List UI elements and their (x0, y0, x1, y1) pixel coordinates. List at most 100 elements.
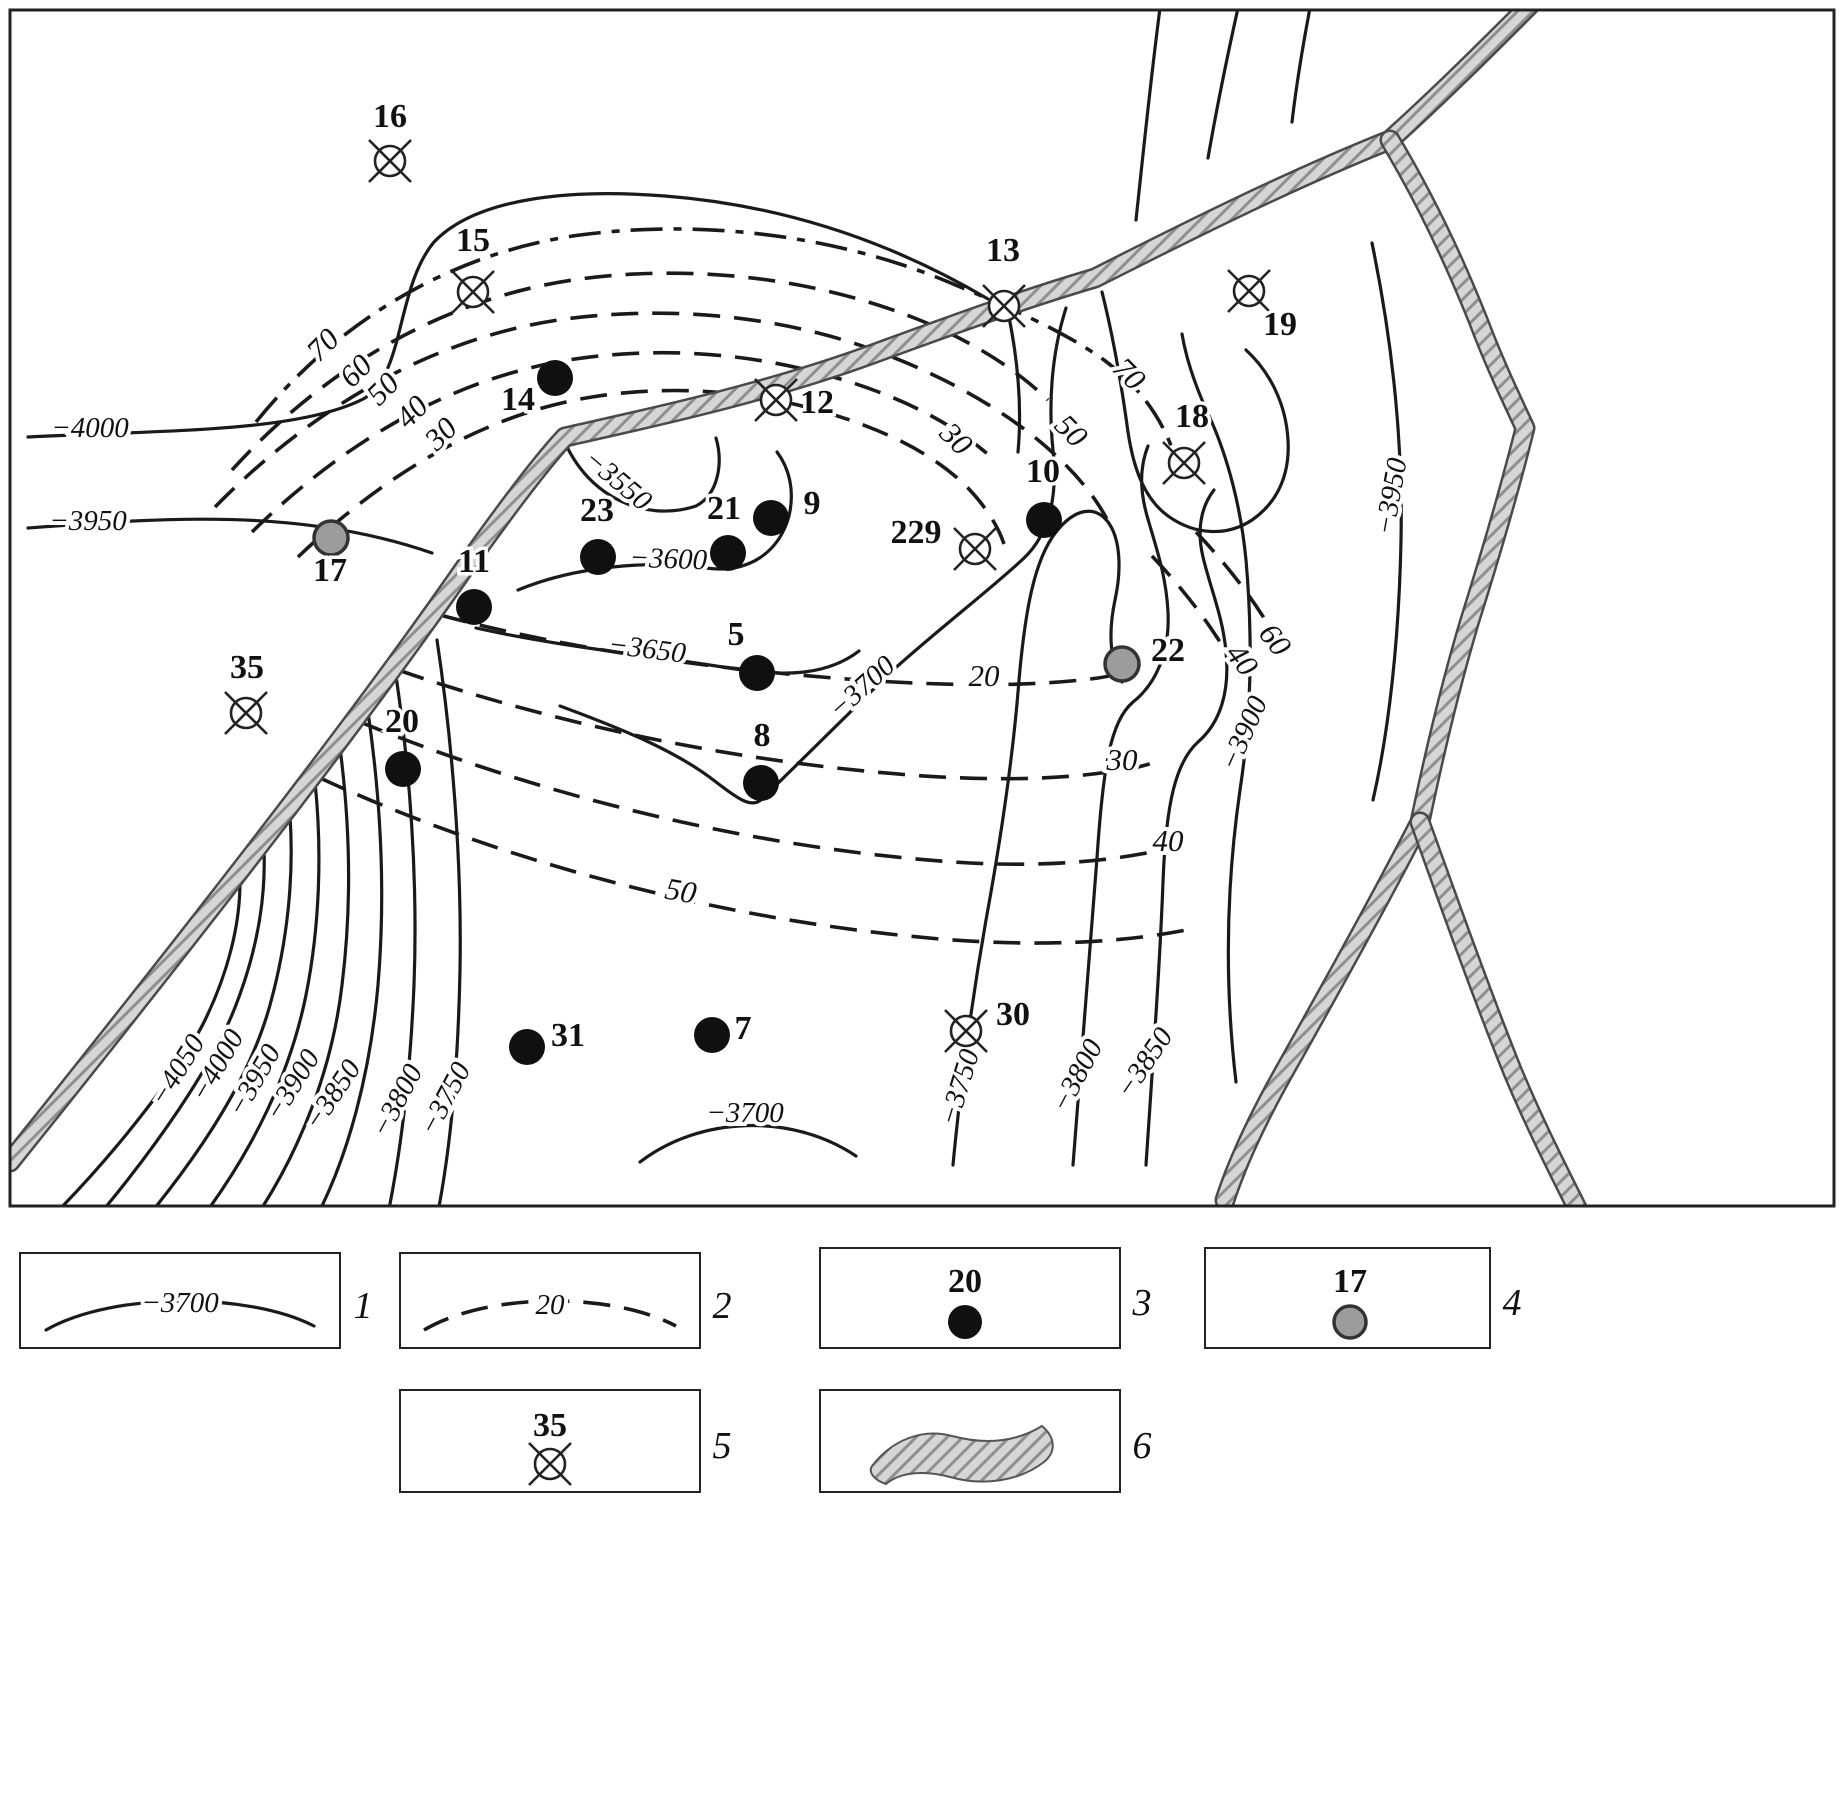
contour-fan-inner (60, 880, 242, 1206)
well-cross-line (368, 139, 412, 183)
structural-contours (26, 10, 1403, 1206)
well-black-symbol (385, 751, 421, 787)
well-label: 5 (728, 616, 745, 653)
well-label: 23 (580, 492, 614, 529)
legend-number-3: 3 (1132, 1282, 1152, 1324)
isopach-40-upper (250, 350, 992, 534)
well-label: 20 (385, 703, 419, 740)
well-black-8: 8 (743, 714, 779, 801)
contour-topright-3 (1290, 10, 1312, 124)
contour-minus3800-right (1071, 444, 1170, 1167)
well-black-21: 21 (704, 487, 746, 571)
well-black-symbol (710, 535, 746, 571)
well-label: 8 (754, 717, 771, 754)
well-label: 21 (707, 490, 741, 527)
well-gray-symbol (312, 519, 350, 557)
well-label: 30 (996, 996, 1030, 1033)
well-cross-line (754, 378, 798, 422)
legend-well-gray-label: 17 (1333, 1263, 1367, 1300)
fault-right (1382, 132, 1533, 830)
well-black-symbol (456, 589, 492, 625)
contour-minus3900 (1180, 332, 1252, 1084)
legend-solid-contour-value: −3700 (141, 1287, 219, 1319)
well-label: 229 (891, 514, 942, 551)
contour-below13 (1006, 310, 1022, 454)
contour-fan-minus3750 (435, 638, 462, 1206)
legend-number-2: 2 (713, 1285, 732, 1327)
contour-fan-minus3900 (261, 746, 351, 1206)
legend: −3700 1 20 2 20 3 17 4 35 (19, 1247, 1522, 1493)
contour-value-label: −3700 (706, 1097, 784, 1129)
well-black-7: 7 (694, 1007, 755, 1053)
contour-nose-18-19 (1100, 290, 1290, 534)
legend-item-well-crossed: 35 5 (399, 1389, 732, 1493)
legend-dashed-contour-value: 20 (536, 1289, 566, 1321)
contour-fan-minus4000 (154, 814, 293, 1206)
well-black-symbol (753, 500, 789, 536)
map-background (10, 10, 1834, 1206)
well-crossed-30: 30 (944, 993, 1034, 1053)
legend-well-black-symbol (948, 1305, 982, 1339)
well-label: 18 (1175, 398, 1209, 435)
contour-minus3700-bottom-arc (638, 1124, 858, 1164)
well-black-5: 5 (724, 613, 775, 691)
legend-well-crossed-label: 35 (533, 1407, 567, 1444)
well-crossed-35: 35 (224, 646, 268, 735)
well-black-symbol (1026, 502, 1062, 538)
well-crossed-229: 229 (887, 511, 997, 571)
isopach-30-middle (397, 668, 1159, 781)
contour-value-label: −3950 (49, 505, 127, 537)
contour-value-label: −3600 (629, 542, 708, 577)
well-black-10: 10 (1023, 450, 1064, 538)
well-label: 19 (1263, 306, 1297, 343)
thickness-value-label: 20 (969, 658, 1001, 693)
legend-fault-zone-symbol (869, 1424, 1054, 1486)
fault-branch-left (1217, 814, 1428, 1206)
isopach-70-upper (254, 227, 1174, 449)
well-cross-line (953, 527, 997, 571)
well-label: 7 (735, 1010, 752, 1047)
thickness-contours (213, 227, 1288, 945)
well-cross-line (1227, 269, 1271, 313)
legend-solid-contour-sample (44, 1299, 316, 1332)
well-black-symbol (743, 765, 779, 801)
legend-number-4: 4 (1503, 1282, 1522, 1324)
isopach-40-middle (359, 720, 1179, 867)
well-gray-symbol (1103, 645, 1141, 683)
well-label: 15 (456, 222, 490, 259)
thickness-value-label: 40 (1153, 823, 1185, 858)
well-black-symbol (580, 539, 616, 575)
well-cross-line (1162, 441, 1206, 485)
well-cross-line (451, 270, 495, 314)
well-label: 35 (230, 649, 264, 686)
well-black-symbol (509, 1029, 545, 1065)
contour-minus3550 (558, 428, 721, 513)
well-label: 16 (373, 98, 407, 135)
isopach-60-right (1194, 530, 1288, 657)
well-crossed-18: 18 (1162, 395, 1213, 485)
contour-fan-minus4050 (104, 848, 266, 1206)
well-label: 11 (458, 543, 490, 580)
map-area: −4000−3950−3550−3600−3650−3700−3700−4050… (8, 8, 1836, 1208)
legend-item-fault-zone: 6 (819, 1389, 1152, 1493)
well-label: 14 (501, 381, 535, 418)
well-label: 9 (804, 485, 821, 522)
well-black-symbol (694, 1017, 730, 1053)
well-crossed-13: 13 (982, 229, 1026, 328)
legend-number-6: 6 (1133, 1425, 1152, 1467)
contour-minus3700-central (558, 306, 1068, 805)
well-crossed-19: 19 (1227, 269, 1301, 347)
well-label: 12 (800, 384, 834, 421)
legend-item-well-black: 20 3 (819, 1247, 1152, 1349)
well-cross-line (982, 284, 1026, 328)
well-gray-17: 17 (310, 519, 351, 593)
contour-minus3750-long (951, 509, 1124, 1167)
well-black-symbol (739, 655, 775, 691)
isopach-40-right (1150, 554, 1244, 681)
contour-topright-2 (1206, 10, 1240, 160)
fault-branch-right (1412, 814, 1585, 1206)
well-cross-line (224, 691, 268, 735)
